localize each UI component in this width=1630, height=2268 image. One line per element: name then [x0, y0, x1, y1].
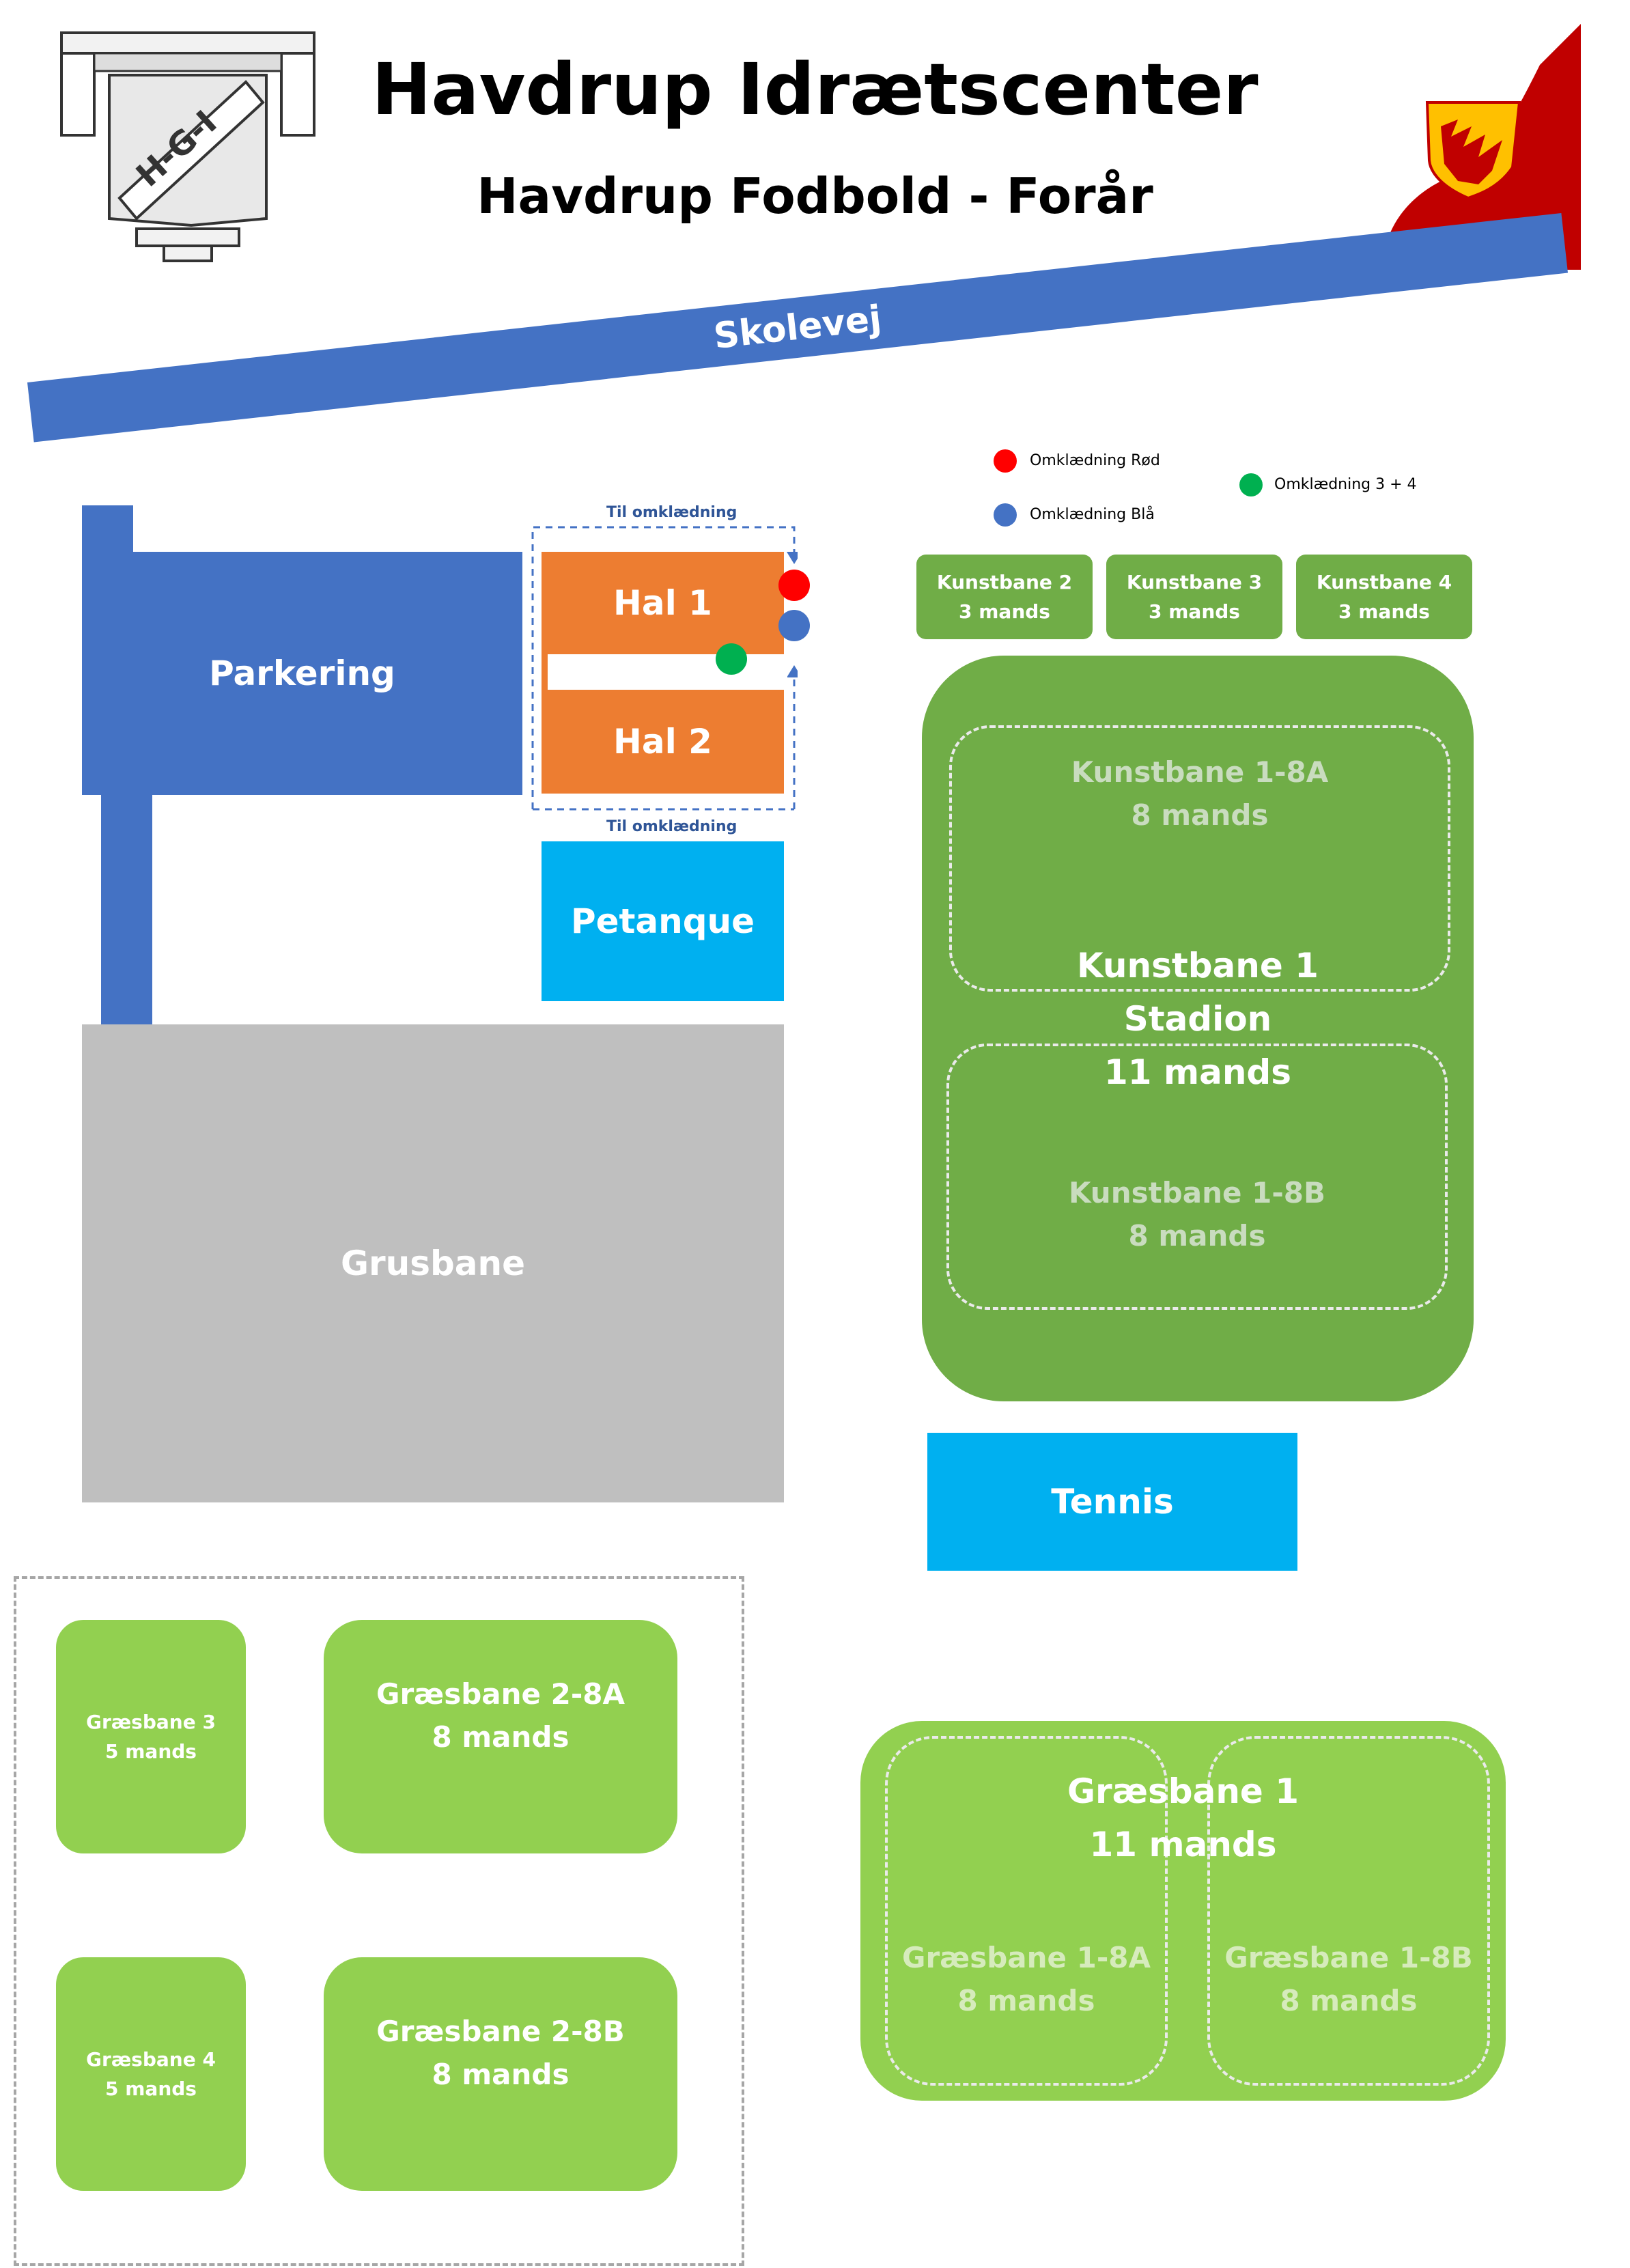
hgi-logo: H-G-I	[55, 27, 321, 273]
grusbane-field[interactable]: Grusbane	[82, 1024, 784, 1502]
graesbane-3[interactable]: Græsbane 3 5 mands	[56, 1620, 246, 1853]
kunstbane-1-8a[interactable]: Kunstbane 1-8A 8 mands	[949, 725, 1450, 992]
graesbane-1-8a[interactable]: Græsbane 1-8A 8 mands	[885, 1736, 1168, 2086]
graesbane-1-8b-size: 8 mands	[1280, 1984, 1418, 2017]
graesbane-2-8b[interactable]: Græsbane 2-8B 8 mands	[324, 1957, 677, 2191]
parking-access-bottom	[101, 795, 152, 1027]
grusbane-label: Grusbane	[340, 1244, 526, 1283]
legend-red-dot-icon	[994, 449, 1017, 473]
kunstbane-1-8a-name: Kunstbane 1-8A	[1071, 755, 1329, 789]
graes-area-outline	[14, 1576, 744, 2266]
kunstbane-1-stadion[interactable]	[922, 656, 1474, 1401]
parking-label: Parkering	[209, 654, 395, 693]
graesbane-2-8a-size: 8 mands	[432, 1720, 570, 1754]
graesbane-1-main-label: Græsbane 1 11 mands	[860, 1763, 1506, 1873]
coat-of-arms-icon	[1376, 24, 1581, 270]
legend-green-dot-icon	[1239, 473, 1263, 496]
changing-blue-dot-icon[interactable]	[778, 610, 810, 641]
kunstbane-2-name: Kunstbane 2	[936, 571, 1073, 593]
graesbane-1-size: 11 mands	[1089, 1825, 1277, 1864]
road-label: Skolevej	[712, 298, 884, 358]
til-omklaedning-top: Til omklædning	[606, 504, 737, 521]
hal-2-label: Hal 2	[613, 722, 712, 761]
hal-1[interactable]: Hal 1	[542, 552, 784, 654]
kunstbane-2-size: 3 mands	[959, 600, 1050, 623]
kunstbane-3[interactable]: Kunstbane 3 3 mands	[1106, 555, 1282, 639]
kunstbane-3-name: Kunstbane 3	[1126, 571, 1263, 593]
kunstbane-1-8b-name: Kunstbane 1-8B	[1069, 1176, 1325, 1209]
kunstbane-4-name: Kunstbane 4	[1316, 571, 1452, 593]
page-subtitle: Havdrup Fodbold - Forår	[477, 167, 1153, 225]
kunstbane-2[interactable]: Kunstbane 2 3 mands	[916, 555, 1093, 639]
graesbane-1-8b[interactable]: Græsbane 1-8B 8 mands	[1207, 1736, 1490, 2086]
graesbane-4[interactable]: Græsbane 4 5 mands	[56, 1957, 246, 2191]
graesbane-2-8a-name: Græsbane 2-8A	[376, 1677, 625, 1711]
kunstbane-1-title: Kunstbane 1	[1077, 946, 1319, 985]
kunstbane-1-8a-size: 8 mands	[1131, 798, 1269, 832]
hal-left-wall	[542, 654, 548, 690]
changing-green-dot-icon[interactable]	[716, 643, 747, 675]
kunstbane-1-size: 11 mands	[1104, 1052, 1291, 1092]
tennis-label: Tennis	[1051, 1482, 1174, 1522]
graesbane-2-8b-size: 8 mands	[432, 2058, 570, 2091]
graesbane-2-8a[interactable]: Græsbane 2-8A 8 mands	[324, 1620, 677, 1853]
graesbane-1-title: Græsbane 1	[1067, 1772, 1299, 1811]
legend-blue-label: Omklædning Blå	[1030, 506, 1155, 523]
kunstbane-1-main-label: Kunstbane 1 Stadion 11 mands	[922, 937, 1474, 1101]
petanque-label: Petanque	[570, 901, 755, 941]
hal-gap	[548, 654, 620, 690]
legend-green-label: Omklædning 3 + 4	[1274, 476, 1417, 493]
changing-red-dot-icon[interactable]	[778, 570, 810, 601]
petanque-area[interactable]: Petanque	[542, 841, 784, 1001]
graesbane-3-size: 5 mands	[105, 1740, 197, 1763]
til-omklaedning-bottom: Til omklædning	[606, 818, 737, 835]
graesbane-4-name: Græsbane 4	[86, 2048, 216, 2071]
kunstbane-4[interactable]: Kunstbane 4 3 mands	[1296, 555, 1472, 639]
hal-gap-2	[617, 654, 787, 690]
graesbane-1-8a-name: Græsbane 1-8A	[902, 1941, 1151, 1974]
hal-2[interactable]: Hal 2	[542, 690, 784, 794]
graesbane-3-name: Græsbane 3	[86, 1711, 216, 1733]
tennis-court[interactable]: Tennis	[927, 1433, 1297, 1571]
parking-access-top	[82, 505, 133, 560]
hal-1-label: Hal 1	[613, 583, 712, 623]
kunstbane-1-8b[interactable]: Kunstbane 1-8B 8 mands	[946, 1044, 1448, 1310]
legend-red-label: Omklædning Rød	[1030, 452, 1160, 469]
page-title: Havdrup Idrætscenter	[371, 48, 1259, 131]
graesbane-2-8b-name: Græsbane 2-8B	[376, 2015, 625, 2048]
graesbane-1-8a-size: 8 mands	[957, 1984, 1095, 2017]
legend-blue-dot-icon	[994, 503, 1017, 527]
graesbane-1-8b-name: Græsbane 1-8B	[1224, 1941, 1473, 1974]
kunstbane-1-8b-size: 8 mands	[1128, 1219, 1266, 1252]
parking-area[interactable]: Parkering	[82, 552, 522, 795]
kunstbane-1-stadion-label: Stadion	[1123, 999, 1272, 1039]
graesbane-4-size: 5 mands	[105, 2077, 197, 2100]
graesbane-1[interactable]	[860, 1721, 1506, 2101]
kunstbane-3-size: 3 mands	[1149, 600, 1240, 623]
kunstbane-4-size: 3 mands	[1338, 600, 1430, 623]
